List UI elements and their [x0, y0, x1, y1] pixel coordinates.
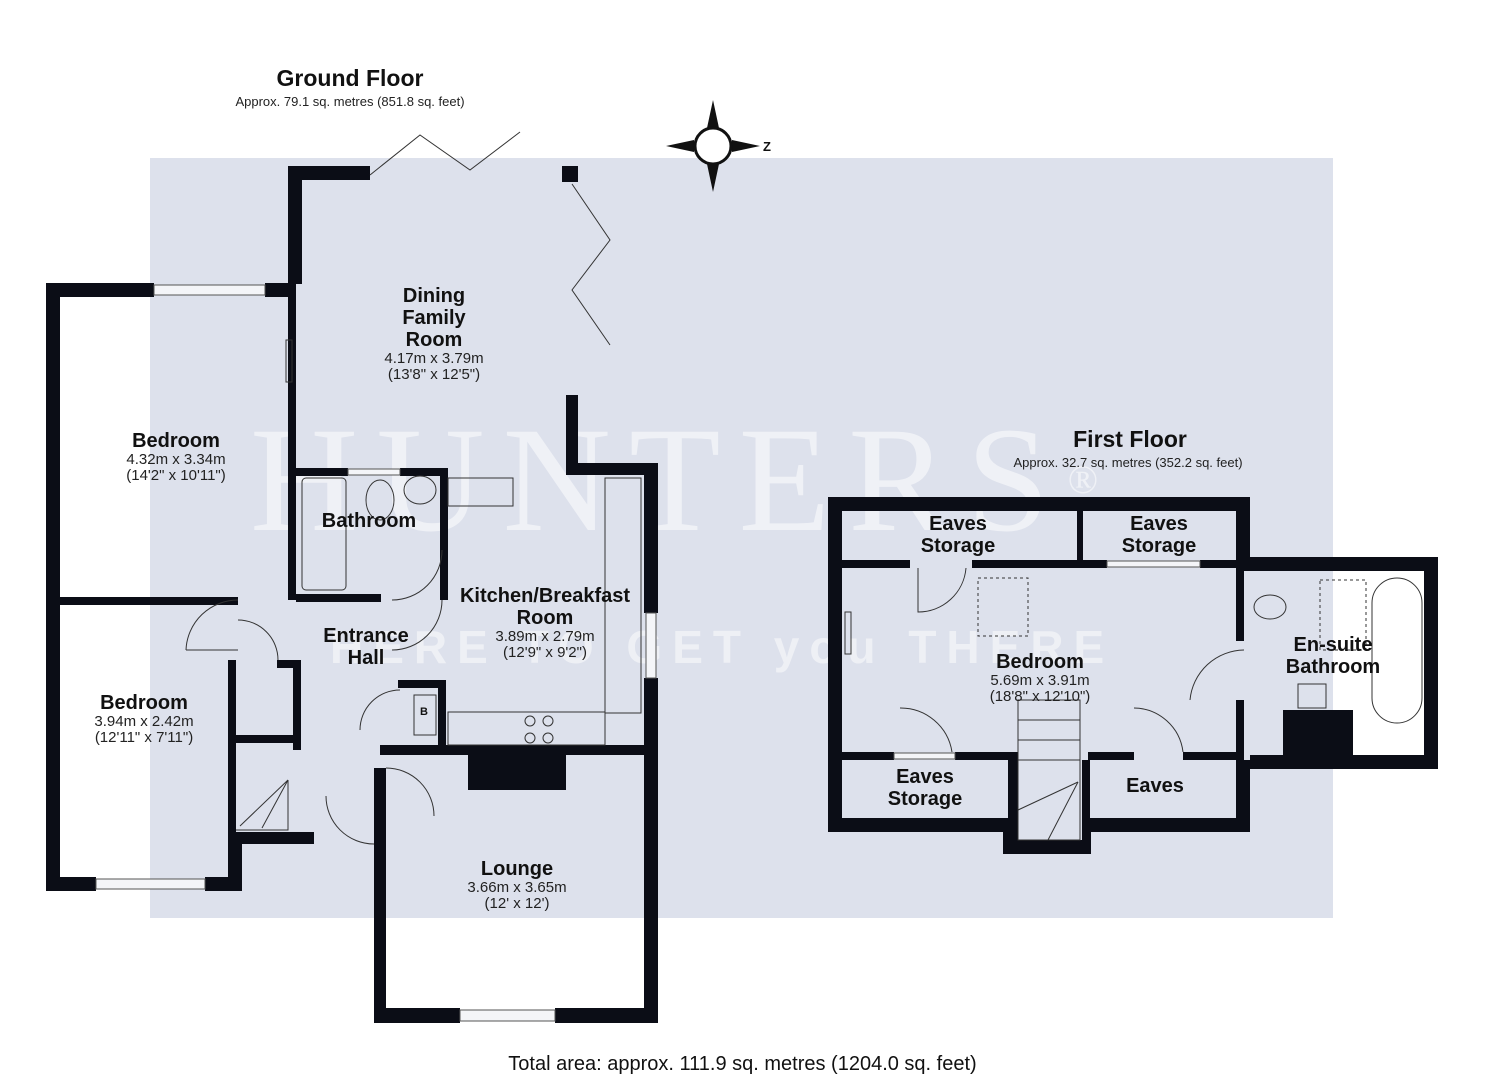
room-label-lounge: Lounge 3.66m x 3.65m (12' x 12') — [467, 858, 567, 912]
room-label-bedroom-2: Bedroom 3.94m x 2.42m (12'11" x 7'11") — [94, 692, 194, 746]
room-label-bedroom-1: Bedroom 4.32m x 3.34m (14'2" x 10'11") — [126, 430, 226, 484]
room-label-bathroom: Bathroom — [321, 510, 417, 532]
room-label-eaves: Eaves — [1126, 775, 1184, 797]
room-label-eaves-storage-3: Eaves Storage — [887, 766, 963, 810]
room-label-first-floor-bedroom: Bedroom 5.69m x 3.91m (18'8" x 12'10") — [989, 651, 1091, 705]
background-panel — [150, 158, 1333, 918]
room-label-dining-family-room: Dining Family Room 4.17m x 3.79m (13'8" … — [384, 285, 484, 383]
room-label-eaves-storage-2: Eaves Storage — [1121, 513, 1197, 557]
first-floor-title: First Floor — [1073, 426, 1187, 452]
brand-tagline-watermark: HERE TO GET you THERE — [330, 621, 1115, 673]
first-floor-area: Approx. 32.7 sq. metres (352.2 sq. feet) — [1013, 455, 1243, 470]
total-area: Total area: approx. 111.9 sq. metres (12… — [508, 1053, 977, 1075]
compass-rose-icon — [666, 100, 760, 192]
boiler-label: B — [420, 706, 428, 718]
room-label-entrance-hall: Entrance Hall — [323, 625, 409, 669]
compass-direction-label: Z — [763, 139, 771, 154]
ground-floor-title: Ground Floor — [276, 65, 424, 91]
room-label-eaves-storage-1: Eaves Storage — [920, 513, 996, 557]
room-label-en-suite-bathroom: En-suite Bathroom — [1285, 634, 1381, 678]
ground-floor-area: Approx. 79.1 sq. metres (851.8 sq. feet) — [235, 94, 465, 109]
room-label-kitchen-breakfast-room: Kitchen/Breakfast Room 3.89m x 2.79m (12… — [459, 585, 631, 661]
